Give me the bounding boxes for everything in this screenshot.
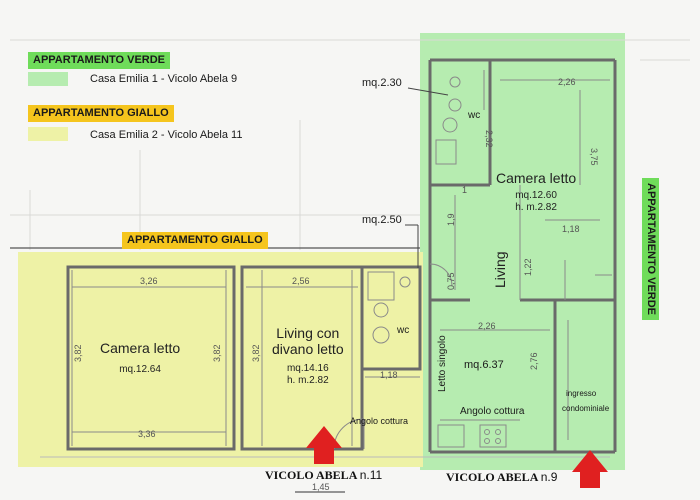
dim-326: 3,26 [140,276,158,286]
area-annotation-637: mq.6.37 [464,359,504,371]
street-label-left: VICOLO ABELA n.11 [265,468,382,483]
dim-232: 2,32 [484,130,494,148]
leader-lines [405,87,449,268]
room-area: mq.12.64 [119,364,161,376]
room-name-line2: divano letto [272,341,344,358]
room-living-left: Living con divano letto mq.14.16 h. m.2.… [272,325,344,386]
room-name: Camera letto [100,340,181,356]
dim-336: 3,36 [138,429,156,439]
room-camera-letto-right: Camera letto mq.12.60 h. m.2.82 [496,170,576,213]
ingresso-label-1: ingresso [566,389,597,398]
dim-226-a: 2,26 [558,77,576,87]
area-annotation-230: mq.2.30 [362,77,402,89]
area-annotation-250: mq.2.50 [362,214,402,226]
street-name: VICOLO ABELA [446,470,538,484]
yellow-apartment-area [18,252,423,467]
dim-382-b: 3,82 [212,344,222,362]
green-walls [428,58,617,454]
dim-382-a: 3,82 [73,344,83,362]
room-height: h. m.2.82 [286,374,329,386]
entry-arrow-left [306,426,342,464]
yellow-details [71,270,420,450]
room-area: mq.14.16 [286,363,329,375]
room-name-line1: Living con [276,325,340,341]
ingresso-label-2: condominiale [562,404,610,413]
entry-arrows [306,426,608,488]
dim-226-b: 2,26 [478,321,496,331]
legend-green-title: APPARTAMENTO VERDE [28,52,171,69]
legend-yellow-title: APPARTAMENTO GIALLO [28,105,174,122]
street-label-right: VICOLO ABELA n.9 [446,470,557,485]
dim-256: 2,56 [292,276,310,286]
entry-arrow-right [572,450,608,488]
dim-375: 3,75 [589,148,599,166]
dim-118-b: 1,18 [562,224,580,234]
green-apartment-area [420,33,625,470]
dim-118-a: 1,18 [380,370,398,380]
letto-singolo-label: Letto singolo [437,335,448,392]
room-area: mq.12.60 [515,190,557,202]
green-apartment-tag: APPARTAMENTO VERDE [642,178,659,321]
dim-145: 1,45 [312,482,330,492]
legend-green-text: Casa Emilia 1 - Vicolo Abela 9 [90,73,238,85]
dim-382-c: 3,82 [251,344,261,362]
room-height: h. m.2.82 [515,201,557,213]
wc-left-label: wc [397,325,410,336]
dim-1: 1 [462,185,468,195]
room-living-right: Living [492,251,508,288]
legend-yellow-swatch [28,127,68,141]
street-number: n.9 [540,470,558,484]
street-number: n.11 [359,468,383,482]
angolo-cottura-left-label: Angolo cottura [350,416,409,426]
angolo-cottura-right-label: Angolo cottura [460,406,525,417]
street-name: VICOLO ABELA [265,468,357,482]
dim-122: 1,22 [523,258,533,276]
yellow-walls [66,265,422,451]
wc-right-label: wc [468,110,481,121]
yellow-apartment-tag: APPARTAMENTO GIALLO [122,232,268,249]
room-camera-letto-left: Camera letto mq.12.64 [100,340,180,376]
legend-yellow-text: Casa Emilia 2 - Vicolo Abela 11 [90,129,243,141]
dim-276: 2,76 [529,352,539,370]
dim-075: 0,75 [446,272,456,290]
room-name: Camera letto [496,170,577,186]
dim-19: 1,9 [446,213,456,226]
legend-green-swatch [28,72,68,86]
